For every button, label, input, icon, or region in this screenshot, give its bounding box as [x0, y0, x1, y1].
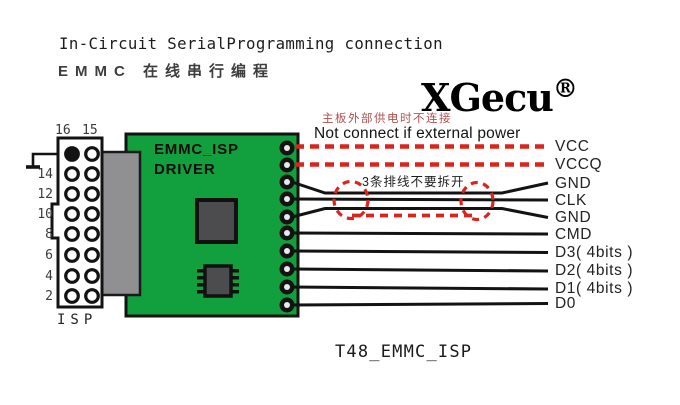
wire-d0 — [291, 302, 549, 307]
ic-pin — [231, 276, 239, 280]
power-note-chinese: 主板外部供电时不连接 — [322, 113, 452, 125]
pin-number-14: 14 — [37, 167, 53, 182]
wire-gnd-bottom — [291, 207, 549, 219]
signal-label-vcc: VCC — [555, 138, 590, 155]
ribbon-keep-markers — [332, 179, 495, 222]
wire-cmd — [291, 231, 549, 236]
pin-number-2: 2 — [45, 289, 53, 304]
pin-hole — [84, 268, 100, 284]
power-wires — [295, 144, 548, 167]
page-subtitle-chinese: EMMC 在线串行编程 — [58, 63, 275, 80]
pad — [279, 279, 295, 295]
ic-pin — [231, 269, 239, 273]
pin-number-15: 15 — [82, 123, 98, 138]
wire-d2 — [291, 267, 549, 273]
signal-label-d2: D2( 4bits ) — [555, 262, 634, 279]
pin-number-16: 16 — [55, 123, 71, 138]
signal-label-vccq: VCCQ — [555, 156, 603, 173]
pad — [279, 209, 295, 225]
pad — [279, 225, 295, 241]
board-pads — [279, 140, 295, 313]
wire-d3 — [291, 249, 549, 254]
signal-wires — [291, 180, 549, 307]
ic-pin — [197, 283, 205, 287]
diagram-footer-label: T48_EMMC_ISP — [335, 342, 473, 362]
pin-hole — [84, 166, 100, 182]
ribbon-note-chinese: 3条排线不要拆开 — [362, 175, 465, 189]
signal-label-d1: D1( 4bits ) — [555, 280, 634, 297]
pad — [279, 140, 295, 156]
signal-label-cmd: CMD — [555, 226, 593, 243]
pin-hole — [84, 146, 100, 162]
ic-pin — [197, 276, 205, 280]
signal-label-d3: D3( 4bits ) — [555, 244, 634, 261]
keep-circle-left — [332, 179, 370, 221]
ic-pin — [231, 290, 239, 294]
ic-pin — [197, 290, 205, 294]
ic-body — [203, 264, 233, 298]
registered-trademark-icon: ® — [552, 74, 578, 103]
pin-hole — [64, 186, 80, 202]
pin-hole — [64, 166, 80, 182]
pin-hole — [64, 247, 80, 263]
pad — [279, 174, 295, 190]
signal-label-gnd-bottom: GND — [555, 209, 592, 226]
isp-connector-label: ISP — [57, 312, 98, 328]
ic-pin — [197, 269, 205, 273]
signal-label-gnd-top: GND — [555, 175, 592, 192]
pin-number-12: 12 — [37, 187, 53, 202]
pin-16-filled — [64, 146, 80, 162]
ribbon-cable — [98, 150, 142, 297]
small-ic — [197, 264, 239, 298]
signal-label-clk: CLK — [555, 192, 587, 209]
brand-logo: XGecu® — [421, 74, 578, 117]
wire-gnd-top — [291, 180, 549, 195]
pin-hole — [84, 206, 100, 222]
pin-hole — [84, 226, 100, 242]
page-title: In-Circuit SerialProgramming connection — [59, 34, 443, 53]
board-name-line1: EMMC_ISP — [154, 141, 239, 158]
pad — [279, 261, 295, 277]
pin-number-4: 4 — [45, 269, 53, 284]
pad — [279, 243, 295, 259]
board-name-line2: DRIVER — [154, 161, 216, 178]
pin-hole — [64, 288, 80, 304]
pin-hole — [84, 247, 100, 263]
pin-hole — [84, 288, 100, 304]
pin-number-8: 8 — [45, 227, 53, 242]
pin-number-10: 10 — [37, 207, 53, 222]
pin-hole — [64, 268, 80, 284]
brand-name: XGecu — [421, 75, 554, 120]
main-chip — [195, 198, 238, 244]
pin-hole — [84, 186, 100, 202]
power-note-english: Not connect if external power — [314, 125, 521, 142]
pin-number-6: 6 — [45, 248, 53, 263]
pad — [279, 191, 295, 207]
pad — [279, 157, 295, 173]
wire-d1 — [291, 285, 549, 291]
isp-header-pins — [64, 146, 100, 304]
pin-hole — [64, 226, 80, 242]
pin-hole — [64, 206, 80, 222]
keep-circle-right — [459, 180, 495, 222]
pad — [279, 297, 295, 313]
wire-clk — [291, 197, 549, 202]
ic-pin — [231, 283, 239, 287]
signal-label-d0: D0 — [555, 295, 577, 312]
